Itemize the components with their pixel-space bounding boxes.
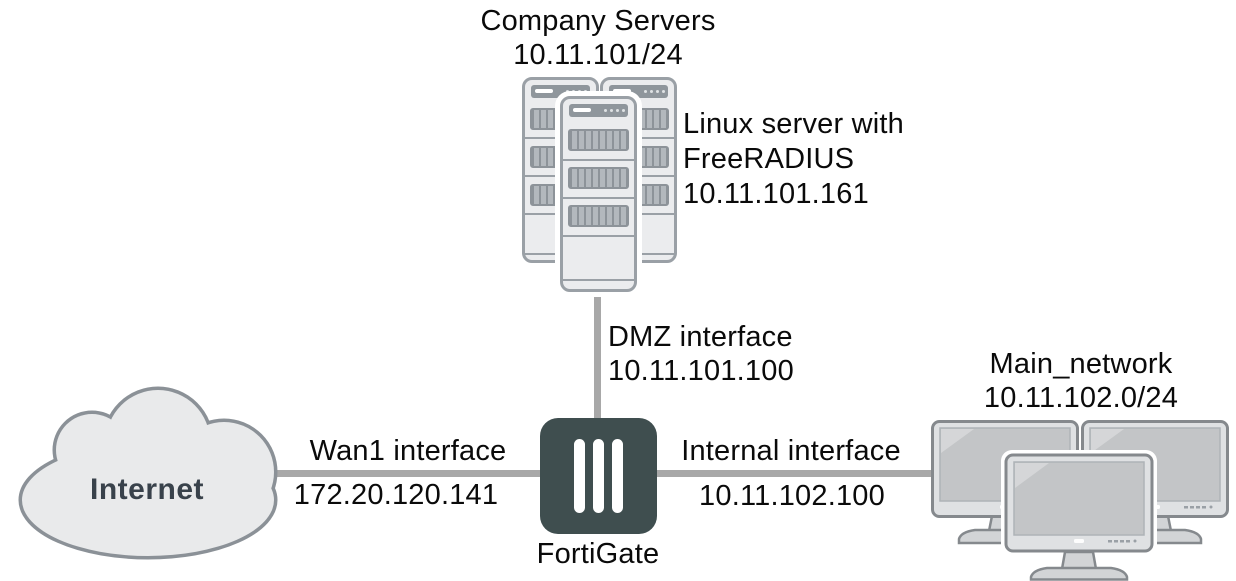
main-network-subnet: 10.11.102.0/24 [983, 382, 1179, 414]
server-front-panel [609, 85, 668, 98]
wan-link-line [250, 470, 546, 477]
fortigate-label: FortiGate [536, 538, 660, 570]
internal-link-line [650, 470, 940, 477]
internet-label: Internet [89, 473, 204, 506]
wan-interface-name: Wan1 interface [309, 435, 507, 467]
server-front-panel [531, 85, 590, 98]
dmz-interface-label: DMZ interface 10.11.101.100 [608, 320, 794, 388]
fortigate-bar-icon [593, 439, 604, 513]
dmz-interface-ip: 10.11.101.100 [608, 355, 794, 387]
internet-cloud-icon [18, 386, 278, 560]
company-servers-subnet: 10.11.101/24 [513, 39, 683, 71]
linux-note-line1: Linux server with [683, 108, 904, 140]
main-network-title: Main_network [989, 348, 1173, 380]
fortigate-bar-icon [612, 439, 623, 513]
wan-interface-ip: 172.20.120.141 [293, 479, 499, 511]
linux-server-note: Linux server with FreeRADIUS 10.11.101.1… [683, 107, 904, 212]
company-servers-label: Company Servers 10.11.101/24 [458, 4, 738, 72]
internal-interface-ip: 10.11.102.100 [699, 480, 885, 512]
dmz-interface-name: DMZ interface [608, 321, 793, 353]
fortigate-device-icon [540, 418, 657, 534]
fortigate-bar-icon [574, 439, 585, 513]
internal-interface-name: Internal interface [681, 435, 901, 467]
linux-note-ip: 10.11.101.161 [683, 178, 869, 210]
server-tower-front-icon [560, 96, 637, 292]
monitor-front-icon [1001, 450, 1157, 581]
linux-note-line2: FreeRADIUS [683, 143, 855, 175]
company-servers-title: Company Servers [480, 5, 716, 37]
server-front-panel [569, 104, 628, 117]
dmz-link-line [594, 284, 601, 425]
main-network-label: Main_network 10.11.102.0/24 [956, 347, 1206, 415]
